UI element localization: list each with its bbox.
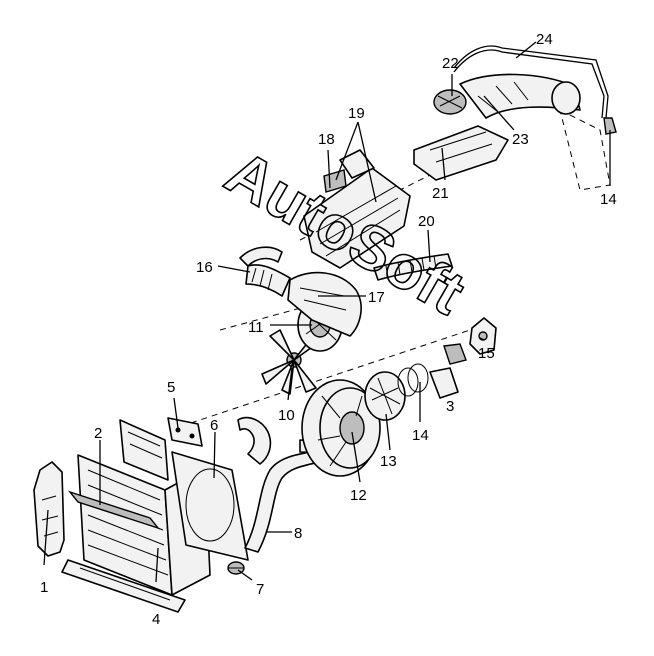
leader-18 [327,149,331,189]
leader-15 [479,337,485,341]
leader-12 [351,431,361,483]
callout-6: 6 [210,417,218,434]
callout-16: 16 [196,259,213,276]
leader-13 [385,413,391,451]
part-24-breather-line [453,45,617,135]
callout-7: 7 [256,581,264,598]
leader-19 [335,121,377,203]
radiator-shroud-frame [119,419,169,481]
callout-23: 23 [512,131,529,148]
callout-15: 15 [478,345,495,362]
leader-lines [43,41,611,583]
callout-21: 21 [432,185,449,202]
axis-line-middle [219,299,331,331]
leader-7 [237,569,253,581]
callout-5: 5 [167,379,175,396]
callout-11: 11 [248,319,264,336]
part-13-water-pump [364,371,406,421]
part-1-side-bracket [33,461,65,557]
part-20-overflow-hose [373,253,453,281]
radiator-lower-trim [61,559,186,613]
callout-13: 13 [380,453,397,470]
part-17-fan-housing [287,271,362,337]
callout-22: 22 [442,55,459,72]
part-14-thermostat-housing [397,343,467,399]
callout-24: 24 [536,31,553,48]
callout-19: 19 [348,105,365,122]
leader-10 [287,367,293,401]
callout-20: 20 [418,213,435,230]
callout-14-lower: 14 [412,427,429,444]
callout-3: 3 [446,398,454,415]
part-5-mounting-plate [167,417,203,447]
leader-24 [515,41,537,59]
callout-12: 12 [350,487,367,504]
leader-16 [217,265,251,273]
callout-18: 18 [318,131,335,148]
leader-5 [173,397,179,429]
axis-line-hose-clamp [559,109,611,191]
callout-8: 8 [294,525,302,542]
callout-10: 10 [278,407,295,424]
part-6-fan-shroud [171,451,249,561]
part-23-intake-duct [459,73,581,119]
leader-4 [155,547,159,583]
part-22-air-box [433,89,467,115]
leader-6 [213,431,216,479]
radiator-top-tank [67,490,161,530]
part-10-cooling-fan [261,329,323,395]
callout-17: 17 [368,289,385,306]
callout-4: 4 [152,611,160,628]
part-12-drive-pulley [301,379,381,477]
leader-1 [43,509,49,566]
callout-2: 2 [94,425,102,442]
callout-14-upper: 14 [600,191,617,208]
callout-1: 1 [40,579,48,596]
part-21-air-intake-base [413,125,509,181]
part-19-expansion-tank [303,149,411,269]
leader-23 [483,95,515,131]
part-16-upper-hose [239,246,291,297]
axis-line-lower [169,329,471,431]
leader-20 [427,229,431,263]
callout-labels: 1 2 3 4 5 6 7 8 10 11 12 13 14 14 15 16 … [40,31,617,628]
leader-21 [441,147,446,181]
